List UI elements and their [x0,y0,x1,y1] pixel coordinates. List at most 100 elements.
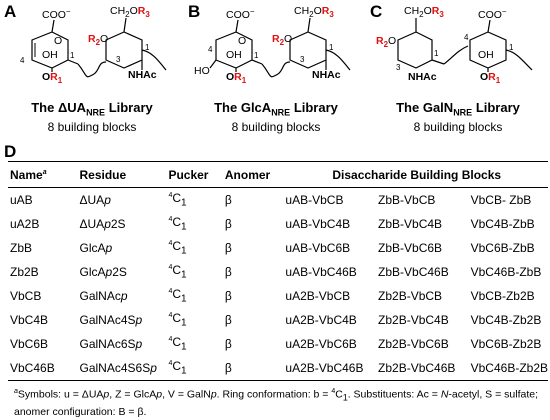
cell-pucker: 4C1 [168,263,187,281]
atom-coo: COO− [42,7,71,21]
cell-pucker: 4C1 [168,191,187,209]
cell-anomer: β [224,289,232,303]
table-row: VbCB GalNAcp 4C1 β uA2B-VbCB Zb2B-VbCB VbCB-Zb… [8,284,548,308]
cell-disaccharide-3: VbCB-Zb2B [470,289,535,303]
atom-r2o: R2O [272,33,292,47]
cell-disaccharide-2: ZbB-VbC46B [378,265,449,279]
atom-n4: 4 [208,45,213,54]
cell-disaccharide-1: uA2B-VbC6B [285,337,357,351]
atom-o1: OR1 [480,71,501,85]
atom-o1: OR1 [42,71,63,85]
footnote: aSymbols: u = ΔUAp, Z = GlcAp, V = GalNp… [14,388,539,418]
atom-n3: 3 [300,55,305,64]
atom-n3: 3 [116,55,121,64]
library-title: The GalNNRE Library [396,100,520,118]
cell-disaccharide-1: uA2B-VbC4B [285,313,357,327]
panel-letter: C [370,2,383,21]
cell-name: VbC46B [8,356,78,381]
atom-n1b: 1 [329,43,334,52]
cell-disaccharide-2: Zb2B-VbC4B [378,313,449,327]
cell-disaccharide-3: VbCB- ZbB [470,193,532,207]
atom-ring-o: O [238,35,246,47]
panel-b: B COO− O OH HO 4 1 OR1 CH2OR3 R2O 3 1 NH… [186,0,366,142]
panel-letter: A [4,2,17,21]
cell-disaccharide-3: VbC6B-ZbB [470,241,535,255]
header-anomer: Anomer [222,161,284,188]
panel-letter: D [4,142,17,161]
library-title: The GlcANRE Library [214,100,338,118]
cell-residue: ΔUAp [79,193,111,207]
atom-oh: OH [478,49,494,61]
cell-name: uAB [10,193,33,207]
header-pucker: Pucker [166,161,223,188]
cell-residue: GalNAc4Sp [79,313,143,327]
atom-ring-o: O [54,35,62,47]
cell-disaccharide-3: VbC4B-ZbB [470,217,535,231]
table-header-row: Namea Residue Pucker Anomer Disaccharide… [8,161,548,188]
structure-delta-ua: COO− O OH 4 1 OR1 CH2OR3 R2O 3 1 NHAc [20,5,167,85]
cell-disaccharide-2: Zb2B-VbC6B [378,337,449,351]
cell-disaccharide-1: uAB-VbCB [285,193,344,207]
atom-ch2or3: CH2OR3 [294,5,334,19]
cell-disaccharide-1: uA2B-VbCB [285,289,351,303]
panel-letter: B [188,2,201,21]
atom-n1b: 1 [509,43,514,52]
cell-disaccharide-1: uAB-VbC4B [285,217,351,231]
cell-pucker: 4C1 [168,287,187,305]
atom-n1: 1 [254,51,259,60]
cell-pucker: 4C1 [168,311,187,329]
library-subtitle: 8 building blocks [413,120,503,134]
library-subtitle: 8 building blocks [47,120,137,134]
cell-pucker: 4C1 [166,356,223,381]
atom-n3: 3 [396,63,401,72]
cell-name: VbCB [10,289,42,303]
atom-oh: OH [226,49,242,61]
cell-disaccharide-3: VbC6B-Zb2B [470,337,542,351]
cell-anomer: β [224,217,232,231]
structure-glca: COO− O OH HO 4 1 OR1 CH2OR3 R2O 3 1 NHAc [194,5,351,85]
atom-oh: OH [42,49,58,61]
cell-name: Zb2B [10,265,39,279]
building-blocks-table: Namea Residue Pucker Anomer Disaccharide… [8,161,548,381]
cell-disaccharide-2: ZbB-VbC4B [378,217,443,231]
cell-anomer: β [224,265,232,279]
atom-coo: COO− [226,7,255,21]
atom-ho: HO [194,65,210,77]
cell-name: VbC6B [10,337,49,351]
cell-name: VbC4B [10,313,49,327]
cell-disaccharide-3: VbC46B-ZbB [470,265,542,279]
atom-n4: 4 [464,33,469,42]
cell-disaccharide-2: Zb2B-VbCB [378,289,443,303]
cell-anomer: β [224,337,232,351]
cell-residue: GalNAc4S6Sp [77,356,167,381]
cell-name: ZbB [10,241,33,255]
atom-n4: 4 [20,56,25,65]
atom-n1: 1 [70,51,75,60]
atom-n1b: 1 [145,43,150,52]
atom-ch2or3: CH2OR3 [404,5,444,19]
header-name: Namea [8,161,78,188]
atom-ch2or3: CH2OR3 [110,5,150,19]
atom-nhac: NHAc [312,69,341,81]
cell-residue: GalNAcp [79,289,128,303]
cell-disaccharide-2: ZbB-VbCB [378,193,436,207]
panel-c: C CH2OR3 R2O 3 1 NHAc COO− OH 4 1 OR1 Th… [368,0,548,142]
cell-residue: GalNAc6Sp [79,337,143,351]
cell-pucker: 4C1 [168,239,187,257]
atom-coo: COO− [478,7,507,21]
cell-anomer: β [222,356,284,381]
cell-anomer: β [224,241,232,255]
cell-disaccharide-3: VbC46B-Zb2B [468,356,548,381]
panel-a: A COO− O OH 4 1 OR1 CH2OR3 R2O 3 1 NHAc … [2,0,182,142]
cell-pucker: 4C1 [168,215,187,233]
atom-nhac: NHAc [408,71,437,83]
atom-r2o: R2O [88,33,108,47]
